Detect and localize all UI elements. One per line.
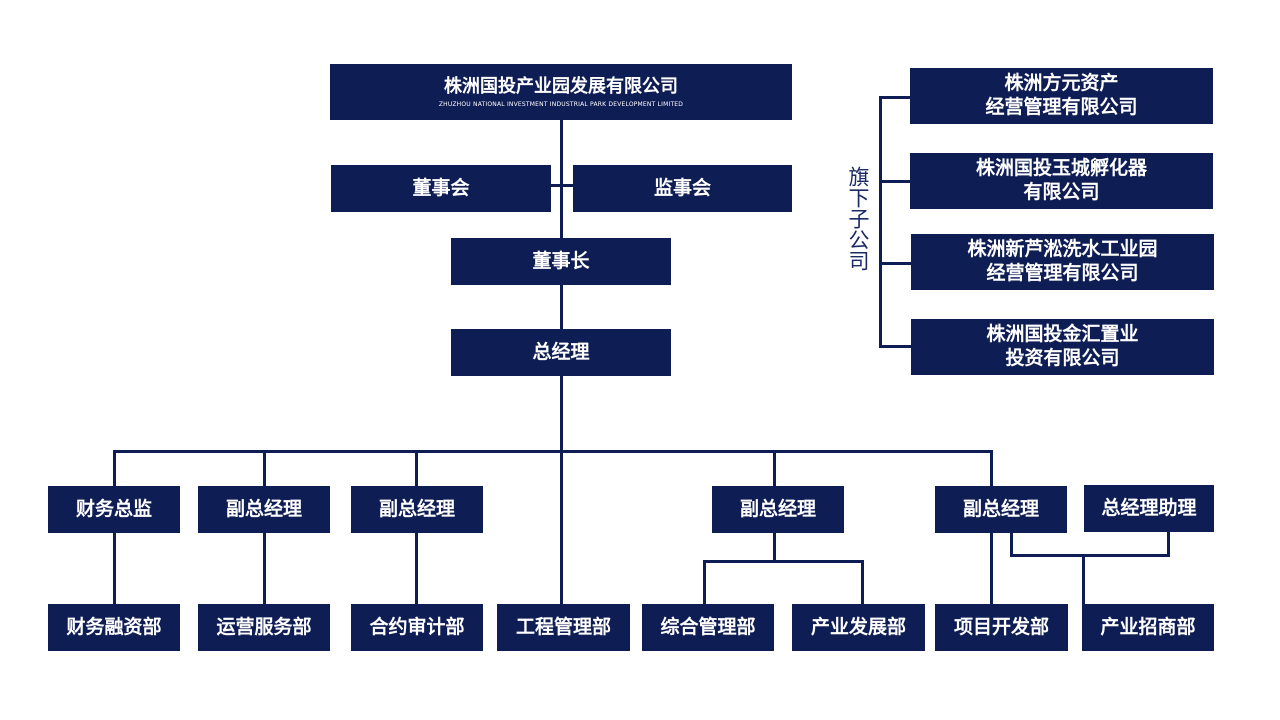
connector-subsidiary-3: [879, 262, 911, 265]
general-manager-node: 总经理: [451, 329, 671, 376]
connector-drop-vp1: [263, 450, 266, 487]
top-company-name: 株洲国投产业园发展有限公司: [444, 76, 678, 98]
connector-assistant-investment: [1082, 554, 1085, 605]
connector-vp1-operations: [263, 532, 266, 605]
dept-investment-node: 产业招商部: [1082, 604, 1214, 651]
connector-boards: [550, 184, 574, 187]
subsidiary-line1: 株洲新芦淞洗水工业园: [967, 238, 1158, 261]
connector-vp3-general: [703, 560, 706, 605]
board-of-directors-node: 董事会: [331, 165, 551, 212]
connector-assistant-link: [1167, 530, 1170, 556]
subsidiary-line2: 经营管理有限公司: [985, 96, 1138, 118]
connector-vp2-contract: [415, 532, 418, 605]
connector-vp3-bar: [703, 560, 864, 563]
connector-drop-vp3: [773, 450, 776, 487]
connector-drop-vp2: [415, 450, 418, 487]
connector-subsidiary-4: [879, 345, 911, 348]
connector-subsidiary-spine: [879, 96, 882, 347]
connector-drop-cfo: [113, 450, 116, 487]
vp-node-3: 副总经理: [712, 486, 844, 533]
board-of-supervisors-node: 监事会: [573, 165, 792, 212]
subsidiary-node: 株洲方元资产 经营管理有限公司: [910, 68, 1213, 124]
vp-node-4: 副总经理: [935, 486, 1067, 533]
subsidiary-node: 株洲国投金汇置业 投资有限公司: [911, 319, 1214, 375]
connector-vp3-down: [773, 532, 776, 562]
dept-general-node: 综合管理部: [642, 604, 774, 651]
connector-vp4-project: [990, 532, 993, 605]
connector-vp3-industry: [861, 560, 864, 605]
vp-node-2: 副总经理: [351, 486, 483, 533]
chairman-node: 董事长: [451, 238, 671, 285]
subsidiary-node: 株洲新芦淞洗水工业园 经营管理有限公司: [911, 234, 1214, 290]
top-company-node: 株洲国投产业园发展有限公司 ZHUZHOU NATIONAL INVESTMEN…: [330, 64, 792, 120]
connector-cfo-finance: [113, 532, 116, 605]
connector-horizontal-bus: [113, 450, 993, 453]
vp-node-1: 副总经理: [198, 486, 330, 533]
dept-engineering-node: 工程管理部: [497, 604, 630, 651]
dept-finance-node: 财务融资部: [48, 604, 180, 651]
connector-subsidiary-2: [879, 180, 911, 183]
connector-top-to-gm: [560, 118, 563, 453]
connector-vp4-assistant-bar: [1010, 554, 1170, 557]
dept-operations-node: 运营服务部: [198, 604, 330, 651]
subsidiary-line1: 株洲国投玉城孵化器: [975, 157, 1147, 180]
subsidiary-line2: 有限公司: [1023, 181, 1100, 203]
dept-project-dev-node: 项目开发部: [935, 604, 1068, 651]
subsidiary-line2: 经营管理有限公司: [986, 262, 1139, 284]
dept-contract-node: 合约审计部: [351, 604, 483, 651]
subsidiary-line2: 投资有限公司: [1005, 347, 1120, 369]
subsidiary-line1: 株洲国投金汇置业: [986, 323, 1139, 346]
dept-industry-dev-node: 产业发展部: [792, 604, 925, 651]
connector-drop-vp4: [990, 450, 993, 487]
connector-vp4-link: [1010, 532, 1013, 556]
cfo-node: 财务总监: [48, 486, 180, 533]
connector-subsidiary-1: [879, 96, 911, 99]
subsidiary-line1: 株洲方元资产: [1004, 72, 1119, 95]
subsidiaries-label: 旗下子公司: [846, 166, 870, 271]
subsidiary-node: 株洲国投玉城孵化器 有限公司: [910, 153, 1213, 209]
connector-drop-engineering: [560, 450, 563, 605]
top-company-name-en: ZHUZHOU NATIONAL INVESTMENT INDUSTRIAL P…: [438, 100, 684, 108]
assistant-gm-node: 总经理助理: [1084, 485, 1214, 532]
